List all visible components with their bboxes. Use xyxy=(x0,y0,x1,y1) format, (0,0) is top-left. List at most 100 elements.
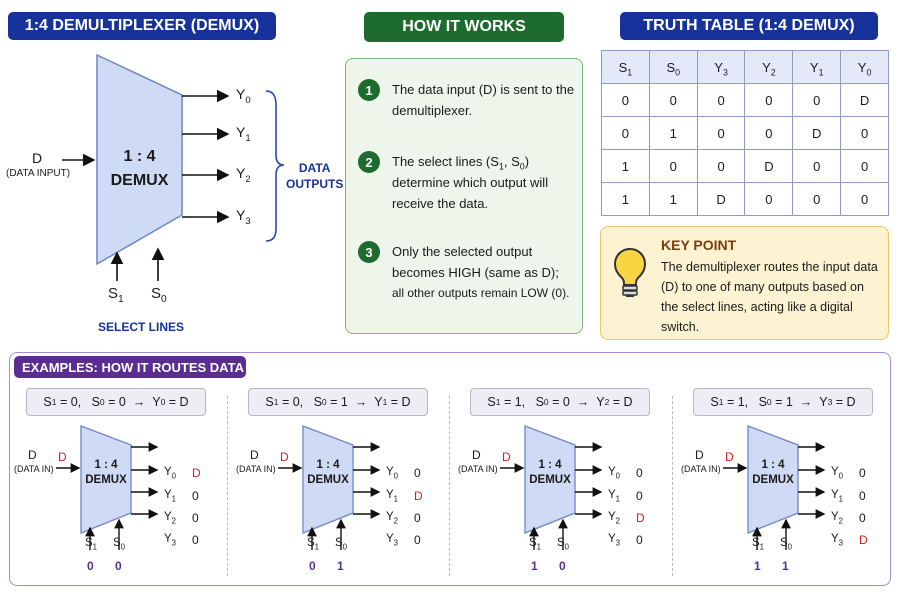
truth-table-header-cell: S1 xyxy=(601,50,650,84)
truth-table-cell: D xyxy=(792,116,842,150)
example-input-sublabel: (DATA IN) xyxy=(681,464,721,474)
example-output-label-y3: Y3 xyxy=(831,533,844,548)
example-select-label-s0: S0 xyxy=(780,537,793,552)
truth-table-cell: 0 xyxy=(792,182,842,216)
truth-table-title: TRUTH TABLE (1:4 DEMUX) xyxy=(620,12,878,40)
how-it-works-box: 1 The data input (D) is sent to the demu… xyxy=(345,58,583,334)
examples-box xyxy=(9,352,891,586)
example-select-label-s0: S0 xyxy=(557,537,570,552)
example-demux-diagram xyxy=(278,425,381,550)
key-point-box: KEY POINT The demultiplexer routes the i… xyxy=(600,226,889,340)
truth-table-cell: 0 xyxy=(744,116,794,150)
example-demux-block xyxy=(80,425,132,534)
example-output-value: 0 xyxy=(414,466,421,480)
example-select-label-s0: S0 xyxy=(113,537,126,552)
output-label-y2: Y2 xyxy=(236,165,251,185)
truth-table-cell: 0 xyxy=(792,83,842,117)
example-select-label-s1: S1 xyxy=(529,537,542,552)
example-output-label-y0: Y0 xyxy=(831,466,844,481)
outputs-brace xyxy=(265,90,285,242)
example-output-value: 0 xyxy=(859,511,866,525)
truth-table-cell: 0 xyxy=(696,149,746,183)
example-output-value: 0 xyxy=(192,511,199,525)
example-output-label-y3: Y3 xyxy=(386,533,399,548)
example-output-value: 0 xyxy=(859,466,866,480)
example-demux-block xyxy=(747,425,799,534)
truth-table-header-cell: Y0 xyxy=(840,50,889,84)
example-output-value: 0 xyxy=(414,511,421,525)
example-input-sublabel: (DATA IN) xyxy=(236,464,276,474)
separator xyxy=(227,396,228,576)
example-output-value: D xyxy=(859,533,868,547)
truth-table-cell: 0 xyxy=(840,182,889,216)
example-select-value-s0: 0 xyxy=(559,559,566,573)
output-label-y1: Y1 xyxy=(236,124,251,144)
example-input-sublabel: (DATA IN) xyxy=(14,464,54,474)
truth-table-cell: 0 xyxy=(696,83,746,117)
example-output-label-y2: Y2 xyxy=(386,511,399,526)
example-output-label-y2: Y2 xyxy=(164,511,177,526)
truth-table-cell: 1 xyxy=(601,149,650,183)
example-select-value-s1: 1 xyxy=(754,559,761,573)
example-output-label-y2: Y2 xyxy=(608,511,621,526)
input-label: D xyxy=(32,150,43,166)
output-label-y3: Y3 xyxy=(236,207,251,227)
truth-table-cell: 0 xyxy=(648,83,698,117)
output-label-y0: Y0 xyxy=(236,86,251,106)
lightbulb-icon xyxy=(613,247,647,297)
example-select-label-s0: S0 xyxy=(335,537,348,552)
example-output-label-y3: Y3 xyxy=(608,533,621,548)
truth-table-cell: D xyxy=(696,182,746,216)
example-output-value: 0 xyxy=(636,533,643,547)
select-label-s1: S1 xyxy=(108,285,124,305)
examples-title: EXAMPLES: HOW IT ROUTES DATA xyxy=(14,356,246,378)
example-output-value: 0 xyxy=(414,533,421,547)
truth-table-cell: D xyxy=(840,83,889,117)
example-demux-diagram xyxy=(500,425,603,550)
example-select-value-s1: 0 xyxy=(87,559,94,573)
truth-table-cell: 0 xyxy=(840,149,889,183)
truth-table-cell: 1 xyxy=(648,182,698,216)
truth-table-cell: 1 xyxy=(648,116,698,150)
block-label: 1 : 4 DEMUX xyxy=(110,148,169,189)
example-output-value: 0 xyxy=(636,489,643,503)
example-input-value: D xyxy=(280,450,289,464)
example-output-label-y2: Y2 xyxy=(831,511,844,526)
step-text: Only the selected output becomes HIGH (s… xyxy=(392,244,570,300)
truth-table-header-cell: Y3 xyxy=(696,50,746,84)
example-select-label-s1: S1 xyxy=(85,537,98,552)
example-input-label: D xyxy=(28,448,37,462)
demux-block xyxy=(96,53,183,266)
example-output-label-y1: Y1 xyxy=(386,489,399,504)
truth-table-cell: 0 xyxy=(601,83,650,117)
example-input-value: D xyxy=(58,450,67,464)
example-output-label-y0: Y0 xyxy=(386,466,399,481)
step-text: The data input (D) is sent to the demult… xyxy=(392,82,575,118)
truth-table-header-cell: Y2 xyxy=(744,50,794,84)
example-select-label-s1: S1 xyxy=(752,537,765,552)
example-demux-diagram xyxy=(56,425,159,550)
example-select-label-s1: S1 xyxy=(307,537,320,552)
example-output-label-y1: Y1 xyxy=(164,489,177,504)
example-input-label: D xyxy=(472,448,481,462)
example-output-value: D xyxy=(414,489,423,503)
select-label-s0: S0 xyxy=(151,285,167,305)
example-output-value: 0 xyxy=(192,489,199,503)
step-number: 1 xyxy=(358,79,380,101)
example-output-value: D xyxy=(636,511,645,525)
example-input-label: D xyxy=(250,448,259,462)
truth-table-cell: 0 xyxy=(792,149,842,183)
truth-table-cell: 0 xyxy=(744,83,794,117)
example-select-value-s0: 1 xyxy=(782,559,789,573)
truth-table-header-cell: S0 xyxy=(648,50,698,84)
